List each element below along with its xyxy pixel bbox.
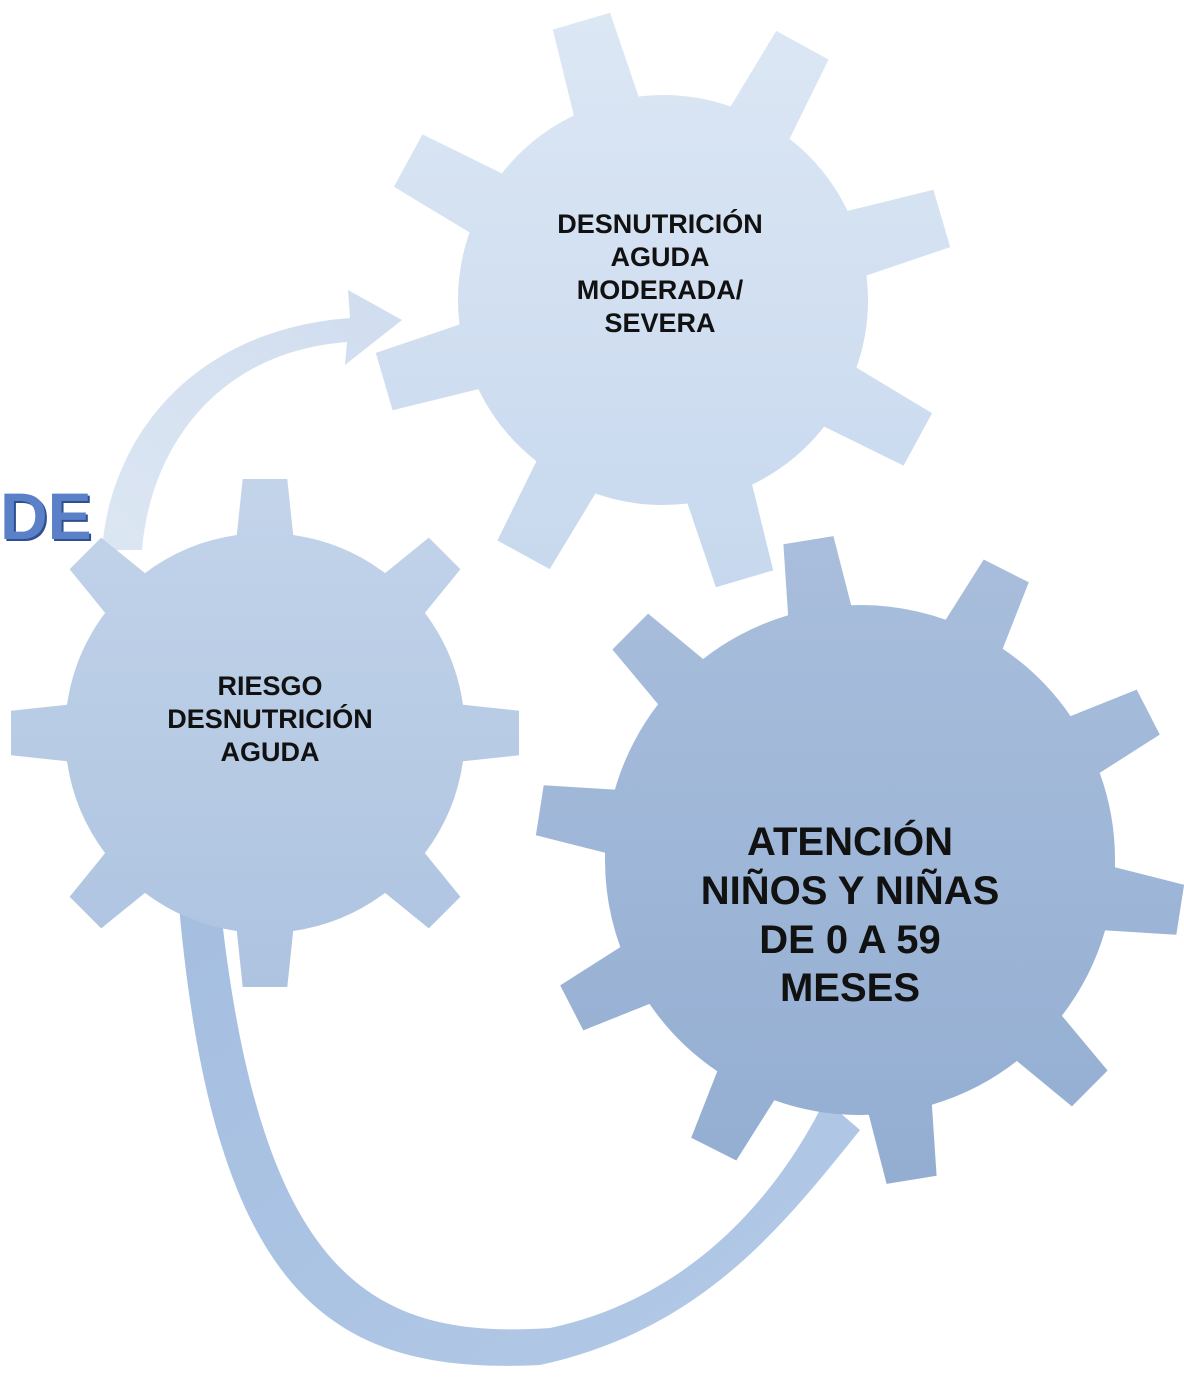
gear-top-line-3: MODERADA/: [576, 274, 744, 305]
gear-right-line-1: ATENCIÓN: [747, 820, 953, 864]
gear-right-shape: [535, 536, 1184, 1184]
curved-arrow-up-right: [102, 290, 402, 550]
partial-title-text: DE: [0, 479, 92, 553]
gear-right-line-4: MESES: [779, 966, 921, 1011]
gear-top-line-1: DESNUTRICIÓN: [557, 209, 763, 239]
gear-right-line-2: NIÑOS Y NIÑAS: [700, 868, 1000, 913]
gear-top-line-4: SEVERA: [604, 307, 716, 338]
gear-left-line-2: DESNUTRICIÓN: [167, 703, 373, 734]
gear-left-shape: [11, 479, 519, 987]
gear-top-label: DESNUTRICIÓN AGUDA MODERADA/ SEVERA: [510, 208, 810, 340]
gear-top-shape: [375, 12, 951, 588]
gear-left-line-1: RIESGO: [217, 671, 323, 701]
gear-right-line-3: DE 0 A 59: [759, 917, 941, 962]
gear-right-label: ATENCIÓN NIÑOS Y NIÑAS DE 0 A 59 MESES: [660, 818, 1040, 1013]
gear-left-label: RIESGO DESNUTRICIÓN AGUDA: [120, 670, 420, 769]
gear-top-line-2: AGUDA: [610, 241, 710, 272]
gear-left-line-3: AGUDA: [220, 736, 320, 767]
